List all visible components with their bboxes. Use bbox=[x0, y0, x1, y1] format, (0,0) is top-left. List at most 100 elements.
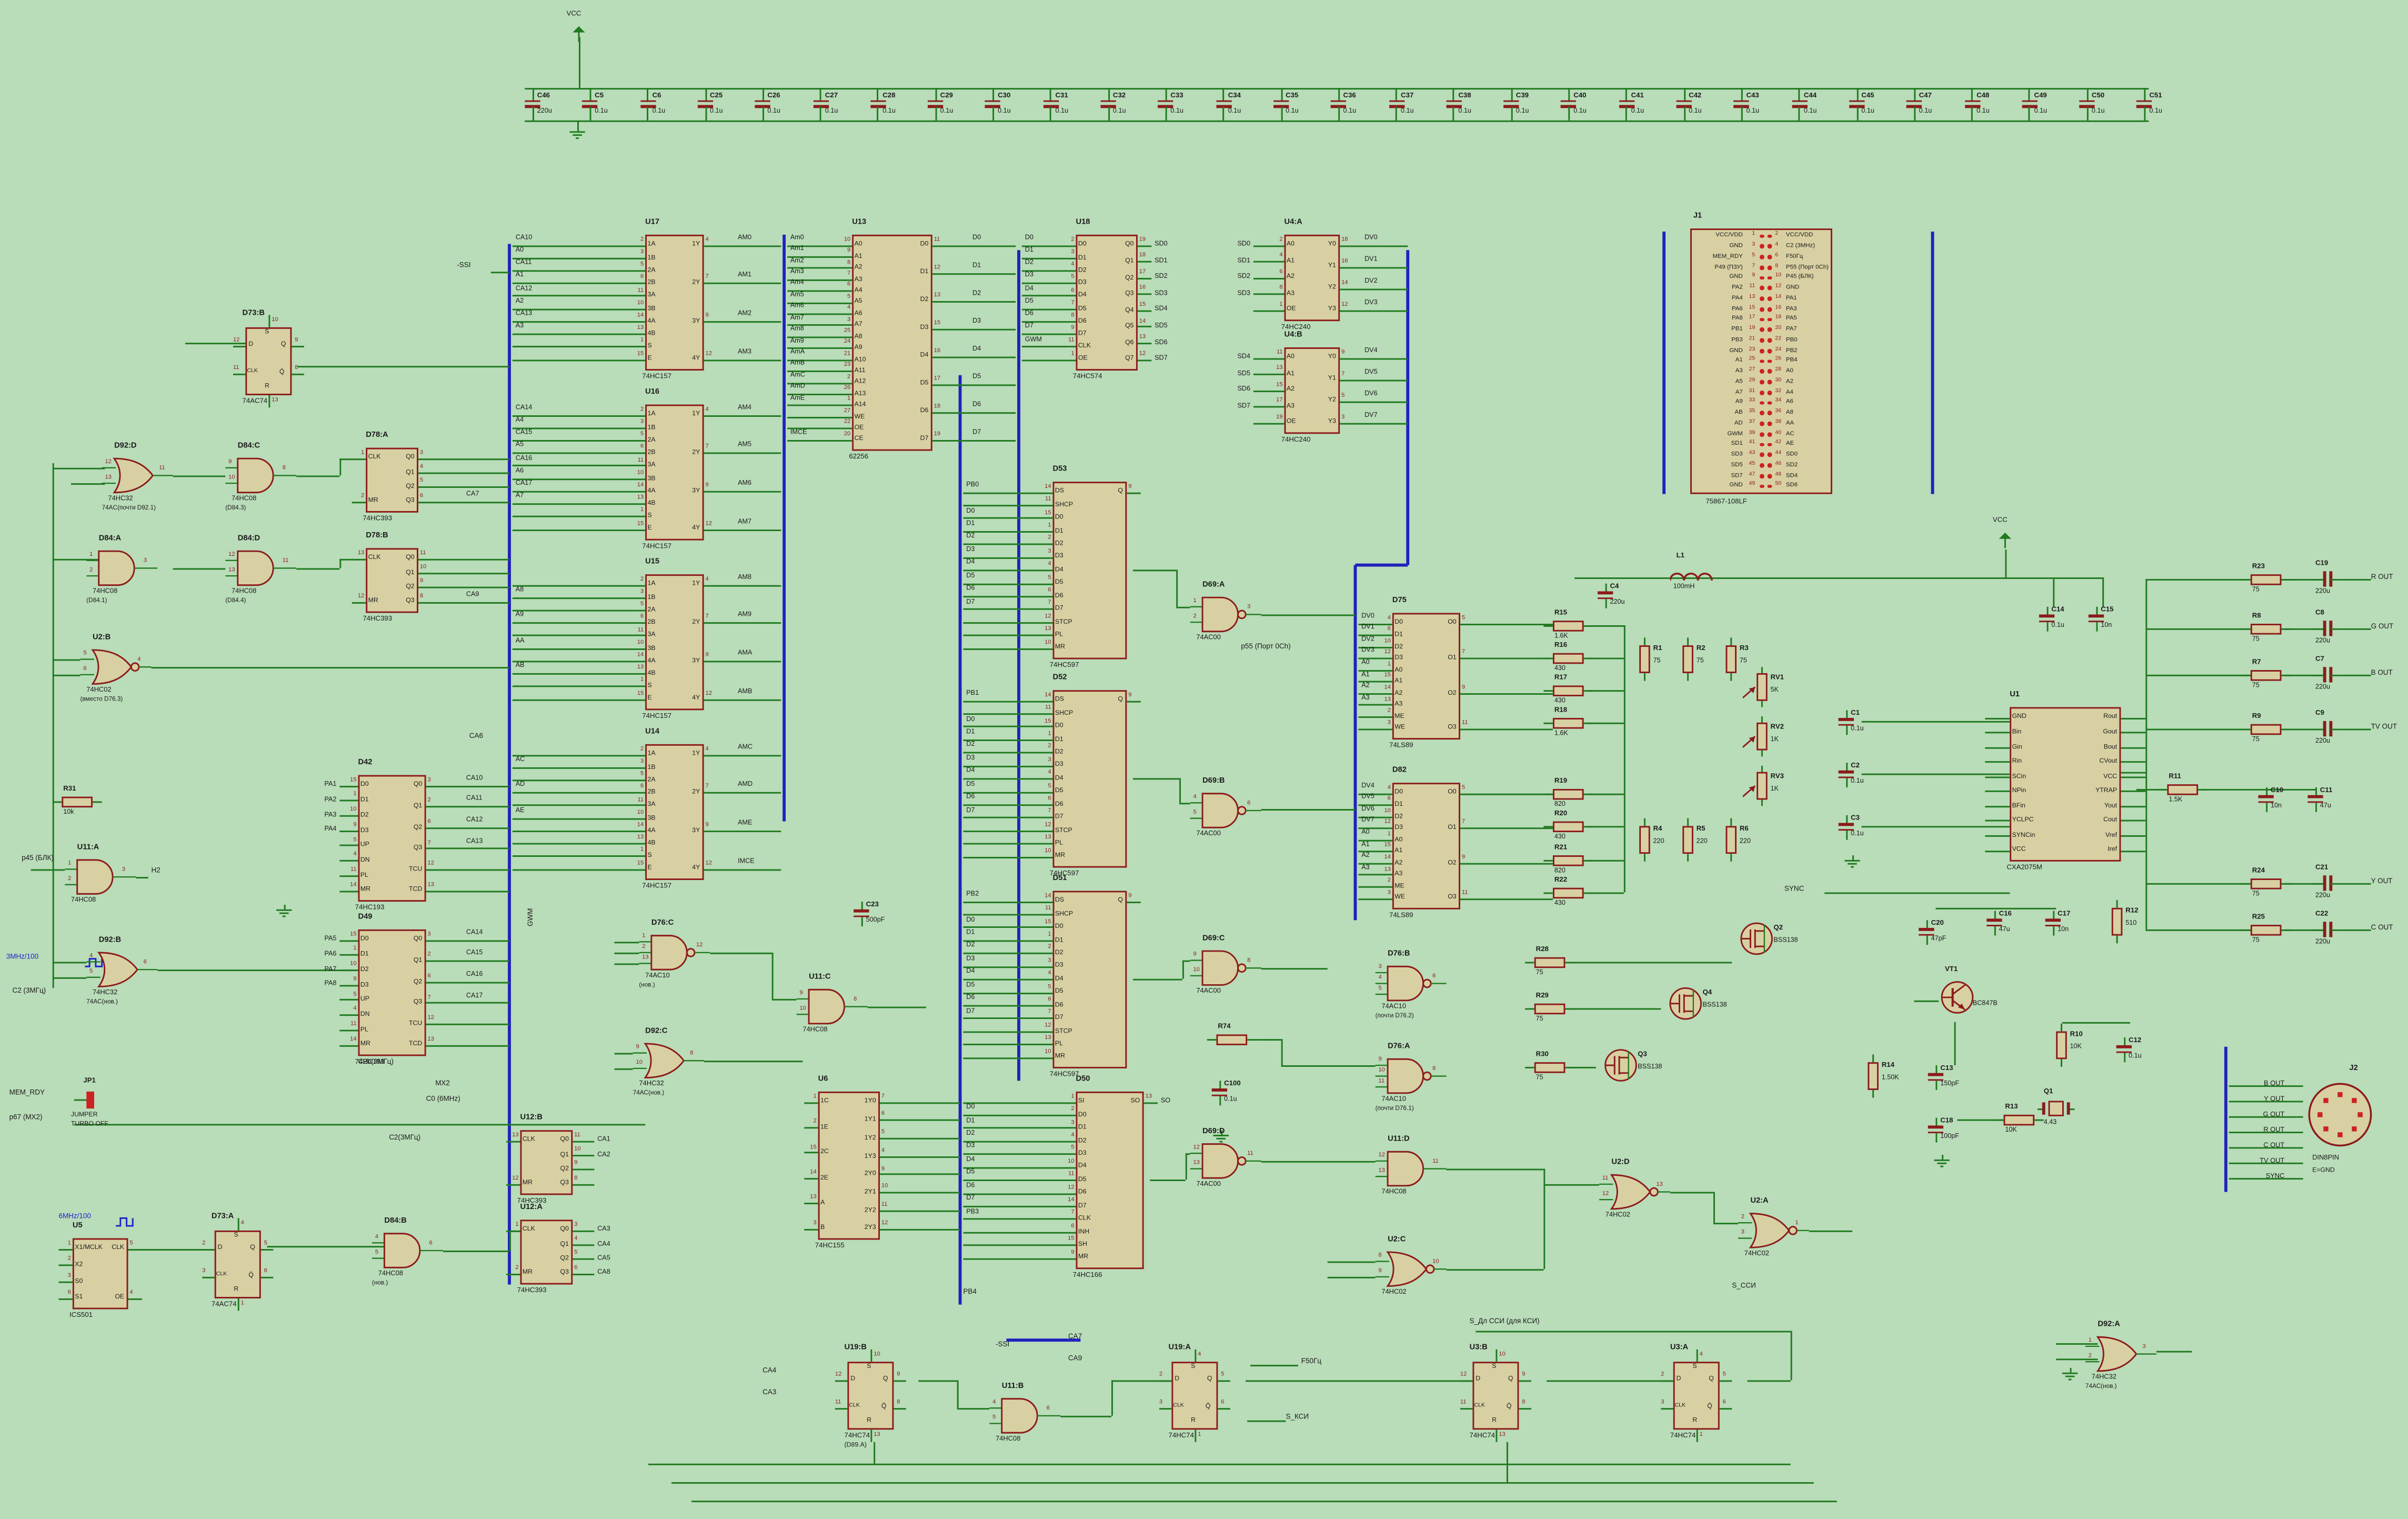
ic-d49[interactable] bbox=[358, 929, 426, 1056]
cap-c46[interactable] bbox=[521, 85, 543, 123]
connector-pad[interactable] bbox=[1759, 359, 1764, 364]
res-r14[interactable] bbox=[1868, 1062, 1879, 1090]
cap-c12[interactable] bbox=[2113, 1034, 2135, 1065]
res-r15[interactable] bbox=[1552, 621, 1584, 632]
cap-c49[interactable] bbox=[2019, 85, 2040, 123]
cap-c29[interactable] bbox=[925, 85, 946, 123]
cap-c31[interactable] bbox=[1040, 85, 1061, 123]
dff-u3-a[interactable] bbox=[1673, 1362, 1720, 1430]
ind-l1[interactable] bbox=[1669, 565, 1713, 584]
connector-pad[interactable] bbox=[1759, 327, 1764, 333]
connector-pad[interactable] bbox=[1767, 474, 1772, 478]
cap-c18[interactable] bbox=[1925, 1115, 1947, 1146]
gate-u2-c[interactable] bbox=[1375, 1251, 1447, 1287]
connector-pad[interactable] bbox=[1759, 338, 1764, 343]
connector-pad[interactable] bbox=[1767, 265, 1772, 270]
cap-c7[interactable] bbox=[2319, 664, 2340, 695]
res-r31[interactable] bbox=[62, 796, 93, 808]
gate-d84-b[interactable] bbox=[372, 1232, 443, 1269]
cap-c10[interactable] bbox=[2255, 784, 2277, 815]
cap-c4[interactable] bbox=[1594, 581, 1616, 612]
connector-pad[interactable] bbox=[1759, 286, 1764, 291]
ic-d78-b[interactable] bbox=[366, 548, 418, 613]
cap-c40[interactable] bbox=[1558, 85, 1580, 123]
gate-d92-d[interactable] bbox=[102, 457, 173, 494]
cap-c38[interactable] bbox=[1443, 85, 1464, 123]
ic-u16[interactable] bbox=[645, 404, 704, 541]
cap-c35[interactable] bbox=[1270, 85, 1292, 123]
connector-pad[interactable] bbox=[1759, 348, 1764, 353]
cap-c50[interactable] bbox=[2076, 85, 2098, 123]
connector-pad[interactable] bbox=[1767, 390, 1772, 395]
connector-pad[interactable] bbox=[1767, 463, 1772, 468]
connector-pad[interactable] bbox=[1759, 255, 1764, 259]
ic-d82[interactable] bbox=[1392, 783, 1460, 910]
cap-c43[interactable] bbox=[1731, 85, 1752, 123]
connector-pad[interactable] bbox=[1759, 432, 1764, 437]
cap-c44[interactable] bbox=[1789, 85, 1810, 123]
connector-pad[interactable] bbox=[1759, 411, 1764, 416]
gate-u11-c[interactable] bbox=[796, 988, 868, 1025]
connector-pad[interactable] bbox=[1767, 244, 1772, 249]
connector-pad[interactable] bbox=[1767, 422, 1772, 426]
gate-d84-a[interactable] bbox=[86, 549, 158, 586]
gate-u11-b[interactable] bbox=[989, 1397, 1061, 1434]
connector-pad[interactable] bbox=[1767, 411, 1772, 416]
cap-c9[interactable] bbox=[2319, 718, 2340, 749]
connector-pad[interactable] bbox=[1767, 338, 1772, 343]
res-r25[interactable] bbox=[2250, 925, 2282, 936]
connector-pad[interactable] bbox=[1767, 296, 1772, 301]
res-r10[interactable] bbox=[2056, 1031, 2067, 1060]
cap-c41[interactable] bbox=[1616, 85, 1637, 123]
cap-c13[interactable] bbox=[1925, 1062, 1947, 1093]
res-r8[interactable] bbox=[2250, 624, 2282, 635]
connector-pad[interactable] bbox=[1767, 401, 1772, 405]
dff-d73-a[interactable] bbox=[214, 1230, 261, 1298]
cap-c1[interactable] bbox=[1835, 707, 1857, 738]
gate-d69-a[interactable] bbox=[1190, 596, 1261, 633]
gate-d92-c[interactable] bbox=[633, 1042, 704, 1079]
cap-c2[interactable] bbox=[1835, 760, 1857, 791]
cap-c39[interactable] bbox=[1500, 85, 1522, 123]
res-r29[interactable] bbox=[1534, 1003, 1566, 1015]
cap-c17[interactable] bbox=[2042, 908, 2064, 939]
cap-c30[interactable] bbox=[982, 85, 1004, 123]
cap-c19[interactable] bbox=[2319, 568, 2340, 599]
cap-c48[interactable] bbox=[1961, 85, 1983, 123]
cap-c47[interactable] bbox=[1903, 85, 1925, 123]
connector-pad[interactable] bbox=[1759, 390, 1764, 395]
connector-pad[interactable] bbox=[1759, 275, 1764, 281]
dff-u3-b[interactable] bbox=[1472, 1362, 1519, 1430]
res-r1[interactable] bbox=[1639, 645, 1650, 673]
cap-c5[interactable] bbox=[579, 85, 601, 123]
gate-u2-a[interactable] bbox=[1738, 1212, 1809, 1249]
res-r9[interactable] bbox=[2250, 724, 2282, 735]
xtal-q1[interactable] bbox=[2048, 1101, 2064, 1116]
res-r21[interactable] bbox=[1552, 855, 1584, 866]
pot-rv2[interactable] bbox=[1757, 722, 1768, 751]
cap-c23[interactable] bbox=[850, 898, 872, 930]
connector-pad[interactable] bbox=[1767, 286, 1772, 291]
gate-d84-d[interactable] bbox=[225, 549, 297, 586]
connector-pad[interactable] bbox=[1759, 296, 1764, 301]
ic-d78-a[interactable] bbox=[366, 447, 418, 513]
cap-c32[interactable] bbox=[1098, 85, 1119, 123]
connector-pad[interactable] bbox=[1759, 265, 1764, 270]
ic-d52[interactable] bbox=[1052, 690, 1127, 868]
connector-pad[interactable] bbox=[1767, 255, 1772, 259]
gate-u11-d[interactable] bbox=[1375, 1150, 1447, 1187]
cap-c22[interactable] bbox=[2319, 918, 2340, 950]
connector-pad[interactable] bbox=[1759, 234, 1764, 238]
res-r4[interactable] bbox=[1639, 826, 1650, 854]
gate-d76-b[interactable] bbox=[1375, 965, 1447, 1002]
connector-pad[interactable] bbox=[1759, 317, 1764, 322]
connector-pad[interactable] bbox=[1767, 327, 1772, 333]
res-r16[interactable] bbox=[1552, 653, 1584, 664]
gate-d69-b[interactable] bbox=[1190, 792, 1261, 829]
ic-u15[interactable] bbox=[645, 574, 704, 711]
ic-u18[interactable] bbox=[1076, 234, 1138, 371]
connector-pad[interactable] bbox=[1759, 401, 1764, 405]
cap-c42[interactable] bbox=[1673, 85, 1695, 123]
cap-c34[interactable] bbox=[1212, 85, 1234, 123]
gate-d69-d[interactable] bbox=[1190, 1143, 1261, 1180]
